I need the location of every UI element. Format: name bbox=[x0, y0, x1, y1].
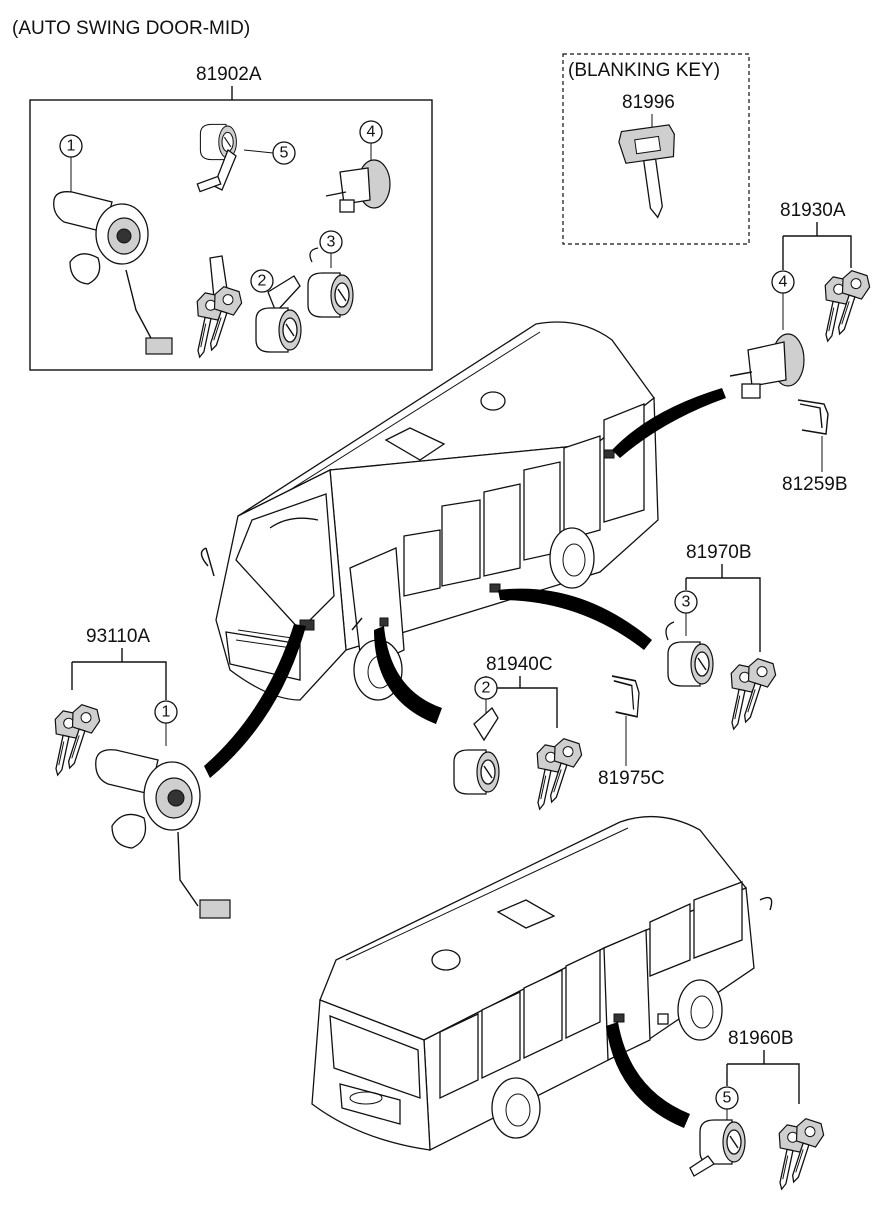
arrow-to-81930A bbox=[612, 388, 726, 458]
lock-81930A bbox=[729, 333, 805, 399]
label-81930A: 81930A bbox=[780, 200, 846, 221]
kit-box bbox=[29, 99, 433, 371]
label-81975C: 81975C bbox=[598, 768, 665, 789]
label-81259B: 81259B bbox=[782, 474, 848, 495]
label-81960B: 81960B bbox=[728, 1028, 794, 1049]
keys-81970B bbox=[720, 657, 779, 732]
lock-81960B bbox=[689, 1119, 746, 1177]
bus-front-view bbox=[200, 321, 659, 701]
kit-lock-4: 4 bbox=[325, 120, 391, 213]
label-93110A: 93110A bbox=[86, 626, 150, 647]
blanking-key bbox=[618, 124, 675, 219]
callout-3-81970B: 3 bbox=[682, 594, 691, 611]
callout-4: 4 bbox=[367, 124, 376, 141]
callout-2-81940C: 2 bbox=[482, 680, 491, 697]
callout-1-93110A: 1 bbox=[162, 704, 171, 721]
ignition-switch-93110A bbox=[95, 749, 231, 919]
clip-81975C bbox=[611, 675, 640, 718]
callout-2: 2 bbox=[258, 273, 267, 290]
kit-lock-5: 5 bbox=[196, 123, 296, 193]
lock-81940C bbox=[453, 706, 500, 795]
callout-4-81930A: 4 bbox=[779, 274, 788, 291]
blanking-key-box bbox=[562, 53, 750, 245]
label-blanking-key: (BLANKING KEY) bbox=[568, 60, 720, 81]
label-81996: 81996 bbox=[622, 92, 675, 113]
callout-3: 3 bbox=[327, 234, 336, 251]
label-81902A: 81902A bbox=[196, 64, 262, 85]
callout-1: 1 bbox=[67, 138, 76, 155]
keys-81930A bbox=[814, 269, 873, 344]
kit-lock-3: 3 bbox=[307, 230, 354, 318]
arrow-to-81970B bbox=[498, 588, 652, 650]
label-81940C: 81940C bbox=[486, 654, 553, 675]
keys-81940C bbox=[526, 737, 585, 812]
callout-5: 5 bbox=[280, 145, 289, 162]
diagram-title: (AUTO SWING DOOR-MID) bbox=[12, 18, 250, 39]
kit-lock-2: 2 bbox=[186, 255, 302, 360]
arrow-to-81940C bbox=[374, 626, 442, 724]
label-81970B: 81970B bbox=[686, 542, 752, 563]
arrow-to-93110A bbox=[204, 624, 306, 778]
keys-81960B bbox=[768, 1117, 827, 1192]
bus-rear-view bbox=[311, 815, 773, 1152]
keys-93110A bbox=[44, 703, 103, 778]
callout-5-81960B: 5 bbox=[723, 1090, 732, 1107]
clip-81259B bbox=[797, 399, 829, 435]
arrow-to-81960B bbox=[606, 1022, 690, 1128]
kit-ignition-switch: 1 bbox=[53, 134, 173, 355]
lock-81970B bbox=[665, 621, 714, 687]
